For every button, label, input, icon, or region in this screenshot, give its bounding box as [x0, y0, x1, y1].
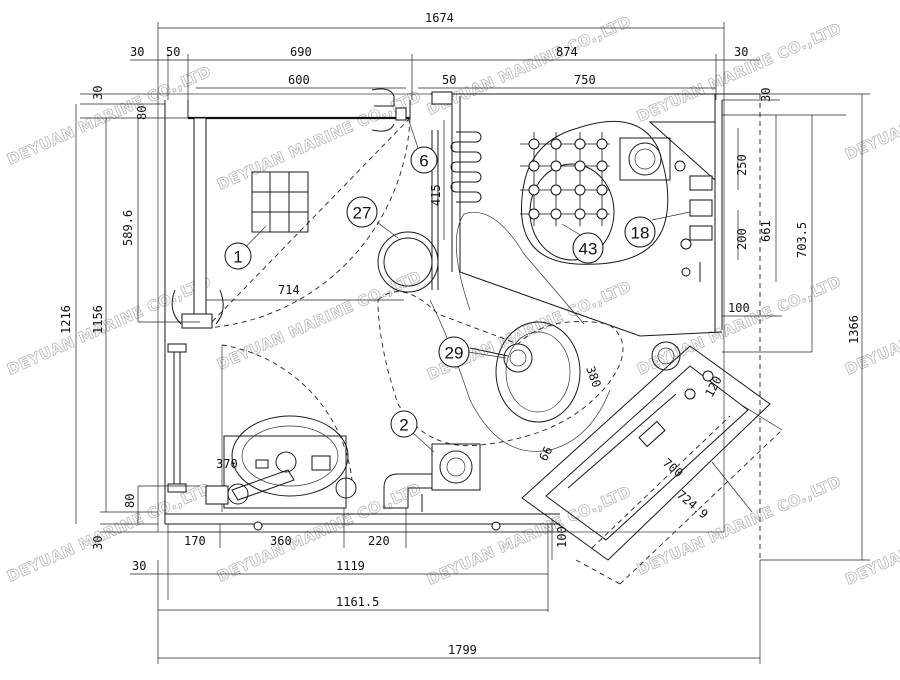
callout-18: 18 — [624, 216, 656, 248]
svg-text:27: 27 — [353, 204, 372, 223]
dim-top-right-span: 874 — [556, 45, 578, 59]
dim-bottom-360: 360 — [270, 534, 292, 548]
watermark: DEYUAN MARINE CO.,LTD — [214, 267, 424, 374]
dim-left-1216: 1216 — [59, 305, 73, 334]
dim-right-661: 661 — [759, 220, 773, 242]
dim-top-left-margin: 30 — [130, 45, 144, 59]
watermark: DEYUAN MARINE CO.,LTD — [424, 277, 634, 384]
callout-6: 6 — [410, 146, 438, 174]
dim-bottom-220: 220 — [368, 534, 390, 548]
watermark: DEYUAN MARINE CO.,LTD — [214, 87, 424, 194]
watermark: DEYUAN MARINE CO.,LTD — [634, 272, 844, 379]
dim-right-200: 200 — [735, 228, 749, 250]
dim-overall-top: 1674 — [425, 11, 454, 25]
dim-partition: 50 — [442, 73, 456, 87]
dim-bottom-1161: 1161.5 — [336, 595, 379, 609]
dim-bottom-30: 30 — [132, 559, 146, 573]
watermark: DEYUAN MARINE CO.,LTD — [634, 19, 844, 126]
svg-text:2: 2 — [399, 416, 408, 435]
dim-item-724: 724.9 — [674, 488, 711, 522]
svg-text:43: 43 — [579, 240, 598, 259]
dim-left-1156: 1156 — [91, 305, 105, 334]
callouts: 1 2 6 18 27 29 43 — [224, 117, 656, 438]
dimension-lines — [75, 22, 870, 664]
dim-top-right-margin: 30 — [734, 45, 748, 59]
dim-right-30: 30 — [759, 88, 773, 102]
dim-bottom-170: 170 — [184, 534, 206, 548]
dim-item-370: 370 — [216, 457, 238, 471]
dim-right-100: 100 — [728, 301, 750, 315]
watermark: DEYUAN MARINE CO.,LTD — [842, 482, 900, 589]
dim-door-width: 600 — [288, 73, 310, 87]
callout-27: 27 — [346, 196, 378, 228]
heater-coil — [450, 131, 482, 203]
dim-bottom-1799: 1799 — [448, 643, 477, 657]
room-outline — [157, 91, 761, 560]
dim-top-wall: 50 — [166, 45, 180, 59]
dim-bottom-100: 100 — [555, 526, 569, 548]
svg-text:29: 29 — [445, 344, 464, 363]
dim-pipe-415: 415 — [429, 184, 443, 206]
callout-2: 2 — [390, 410, 418, 438]
dim-item-700: 700 — [660, 456, 686, 481]
vent-grille — [239, 171, 309, 254]
towel-rail — [167, 343, 187, 493]
dim-right-250: 250 — [735, 154, 749, 176]
svg-text:6: 6 — [419, 152, 428, 171]
callout-43: 43 — [572, 232, 604, 264]
callout-29: 29 — [438, 336, 470, 368]
watermark: DEYUAN MARINE CO.,LTD — [4, 62, 214, 169]
svg-text:18: 18 — [631, 224, 650, 243]
dim-door-swing: 714 — [278, 283, 300, 297]
watermark: DEYUAN MARINE CO.,LTD — [842, 57, 900, 164]
mixer-valves — [651, 160, 713, 282]
dim-item-380: 380 — [583, 364, 604, 389]
dim-item-66: 66 — [536, 444, 555, 463]
dim-left-30-bottom: 30 — [91, 536, 105, 550]
dim-bottom-1119: 1119 — [336, 559, 365, 573]
shower-drain — [619, 137, 671, 181]
dim-right-703: 703.5 — [795, 222, 809, 258]
shower-head-grid — [520, 120, 669, 265]
watermark: DEYUAN MARINE CO.,LTD — [4, 479, 214, 586]
dim-left-80: 80 — [135, 106, 149, 120]
dim-right-1366: 1366 — [847, 315, 861, 344]
dim-top-left-span: 690 — [290, 45, 312, 59]
dim-left-80-bottom: 80 — [123, 494, 137, 508]
dim-shower-span: 750 — [574, 73, 596, 87]
toilet — [377, 212, 624, 452]
floor-drain — [383, 431, 481, 512]
watermark: DEYUAN MARINE CO.,LTD — [634, 472, 844, 579]
dim-left-30: 30 — [91, 86, 105, 100]
washer — [205, 415, 501, 531]
dim-left-589: 589.6 — [121, 210, 135, 246]
watermark: DEYUAN MARINE CO.,LTD — [424, 482, 634, 589]
callout-1: 1 — [224, 242, 252, 270]
svg-text:1: 1 — [233, 248, 242, 267]
watermark: DEYUAN MARINE CO.,LTD — [214, 479, 424, 586]
door-assembly — [171, 88, 411, 512]
vanity-sink — [521, 341, 783, 585]
